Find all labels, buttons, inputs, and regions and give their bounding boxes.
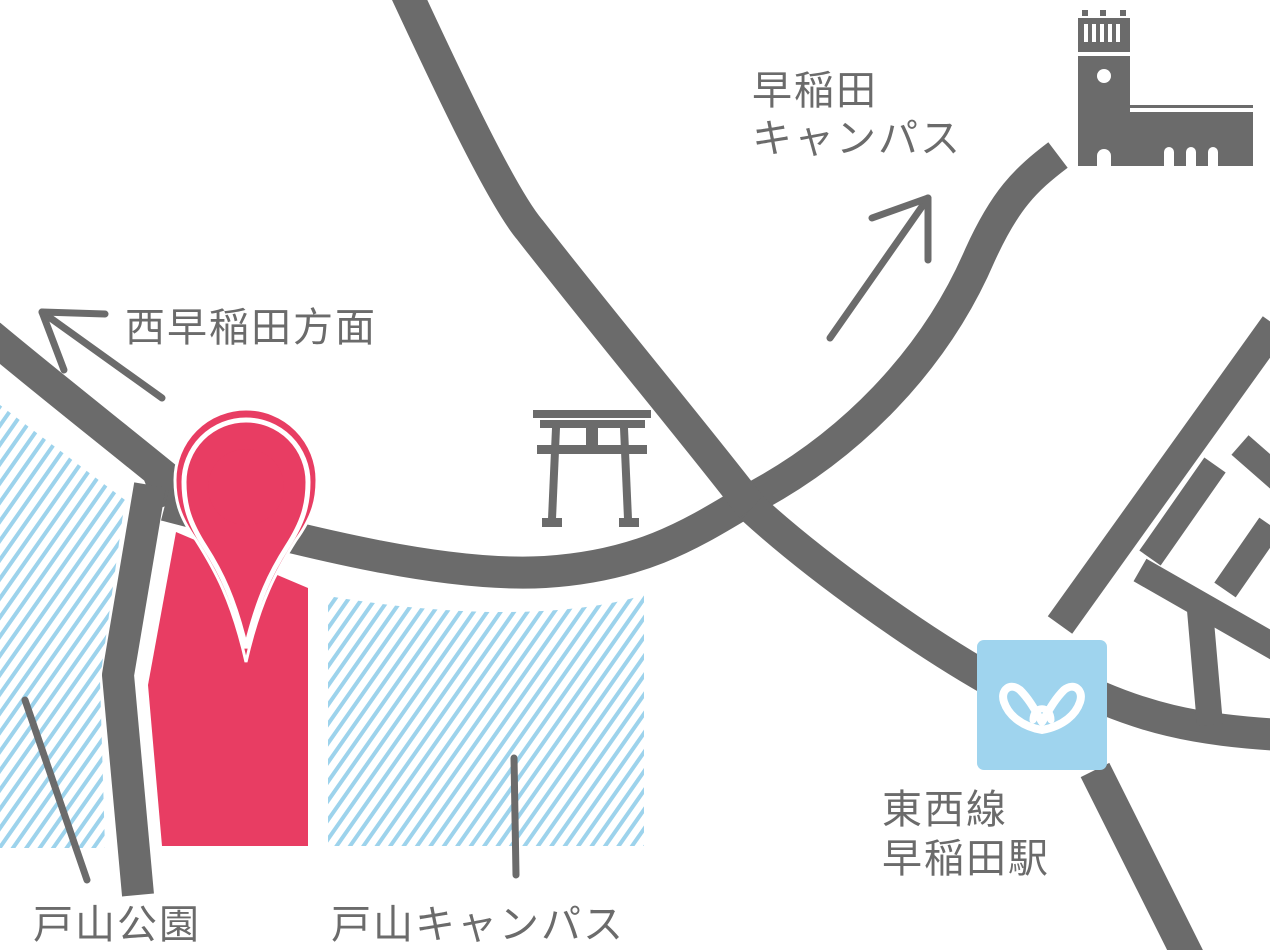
road-south bbox=[1080, 762, 1203, 950]
leader-toyama-park bbox=[21, 696, 91, 884]
road-diagonal-north bbox=[392, 0, 765, 518]
label-station-line1: 東西線 bbox=[882, 787, 1008, 833]
tokyo-metro-icon bbox=[977, 640, 1107, 770]
arrow-to-nishi-waseda bbox=[38, 308, 166, 402]
label-toyama-park: 戸山公園 bbox=[33, 902, 201, 948]
toyama-campus-area bbox=[328, 595, 644, 846]
map-pin-icon bbox=[173, 407, 319, 663]
label-waseda-campus-line1: 早稲田 bbox=[752, 68, 878, 114]
label-station-line2: 早稲田駅 bbox=[882, 836, 1050, 882]
label-nishi-waseda: 西早稲田方面 bbox=[125, 305, 377, 351]
leader-toyama-campus bbox=[510, 754, 520, 879]
torii-gate-icon bbox=[533, 410, 651, 527]
road-east-block bbox=[1133, 435, 1270, 727]
toyama-park-area bbox=[0, 405, 125, 848]
road-northeast-diagonal bbox=[1047, 316, 1270, 634]
road-nishi-waseda bbox=[0, 322, 191, 510]
label-waseda-campus-line2: キャンパス bbox=[752, 116, 962, 162]
clock-tower-icon bbox=[1078, 10, 1253, 166]
road-toyama-west bbox=[102, 482, 166, 897]
road-to-station bbox=[741, 496, 998, 694]
label-toyama-campus: 戸山キャンパス bbox=[331, 902, 625, 948]
destination-building bbox=[148, 532, 308, 846]
arrow-to-waseda-campus bbox=[826, 194, 932, 342]
